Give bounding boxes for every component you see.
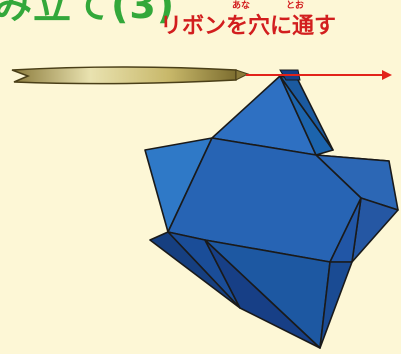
- star-polyhedron-icon: [145, 76, 398, 348]
- ribbon-icon: [12, 67, 248, 84]
- arrow-right-icon: [246, 70, 392, 80]
